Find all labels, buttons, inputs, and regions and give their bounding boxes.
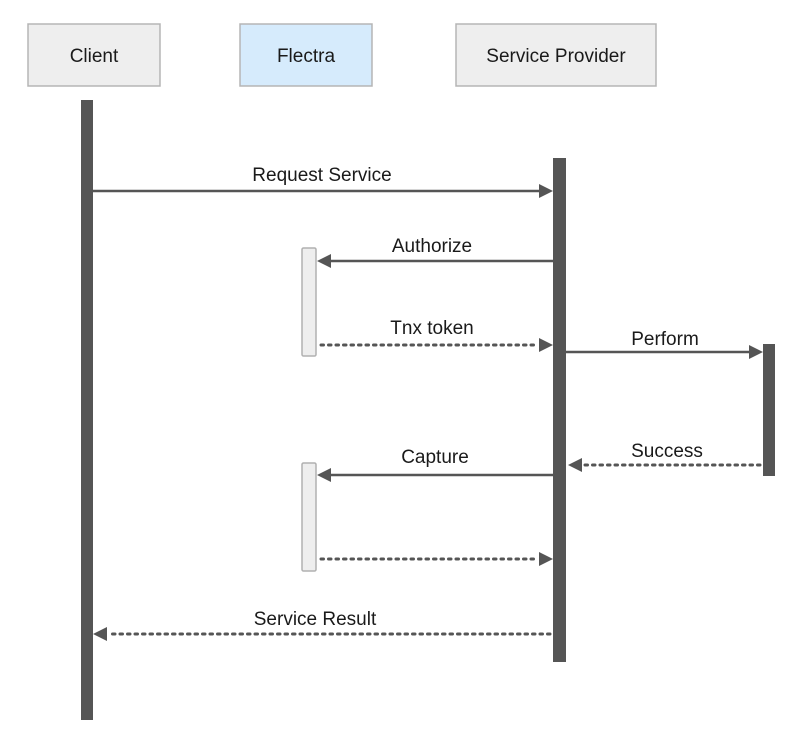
message-tnx-token: Tnx token (319, 318, 553, 352)
authorize-arrowhead (317, 254, 331, 268)
capture-return-arrowhead (539, 552, 553, 566)
message-request-service: Request Service (93, 165, 553, 198)
message-service-result: Service Result (93, 609, 552, 641)
flectra-activation-authorize (301, 247, 317, 357)
external-activation (763, 344, 775, 476)
participant-service-provider: Service Provider (455, 23, 657, 87)
client-lifeline (81, 100, 93, 720)
participant-flectra: Flectra (239, 23, 373, 87)
participant-service-provider-label: Service Provider (486, 46, 626, 67)
capture-arrowhead (317, 468, 331, 482)
flectra-activation-capture (301, 462, 317, 572)
participant-service-provider-box (455, 23, 657, 87)
message-capture: Capture (317, 447, 553, 482)
participant-client: Client (27, 23, 161, 87)
authorize-label: Authorize (392, 236, 472, 257)
message-authorize: Authorize (317, 236, 553, 268)
message-capture-return (319, 552, 553, 566)
message-perform: Perform (566, 329, 763, 359)
success-arrowhead (568, 458, 582, 472)
request-service-arrowhead (539, 184, 553, 198)
participant-flectra-label: Flectra (277, 46, 336, 67)
perform-arrowhead (749, 345, 763, 359)
message-success: Success (568, 441, 762, 472)
participant-client-box (27, 23, 161, 87)
success-label: Success (631, 441, 703, 462)
participant-flectra-box (239, 23, 373, 87)
service-result-arrowhead (93, 627, 107, 641)
request-service-label: Request Service (252, 165, 391, 186)
tnx-token-arrowhead (539, 338, 553, 352)
tnx-token-label: Tnx token (390, 318, 473, 339)
capture-label: Capture (401, 447, 469, 468)
perform-label: Perform (631, 329, 699, 350)
service-result-label: Service Result (254, 609, 377, 630)
service-provider-activation (553, 158, 566, 662)
participant-client-label: Client (70, 46, 119, 67)
